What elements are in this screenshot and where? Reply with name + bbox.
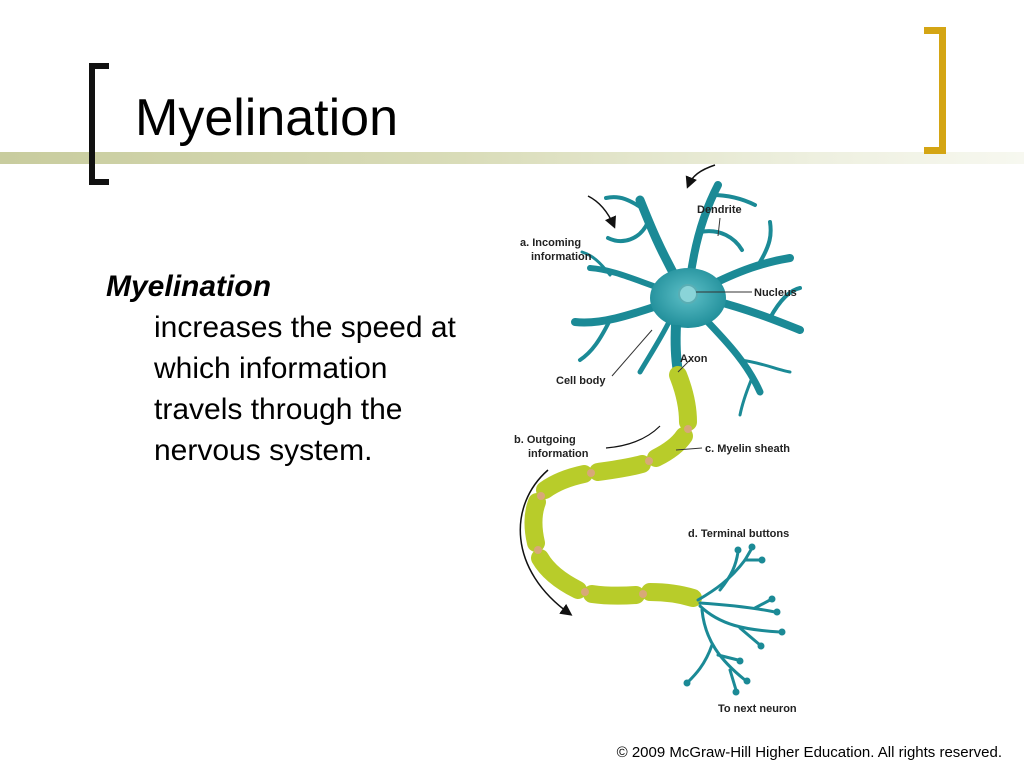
slide-body: Myelination increases the speed at which… [106,266,466,471]
label-incoming-2: information [531,251,592,263]
label-outgoing-1: b. Outgoing [514,434,576,446]
label-next-neuron: To next neuron [718,703,797,715]
body-definition: increases the speed at which information… [154,311,456,467]
terminal-branches [686,546,782,692]
label-cell-body: Cell body [556,375,606,387]
label-myelin-sheath: c. Myelin sheath [705,443,790,455]
terminal-buttons [683,543,786,696]
outgoing-arrow [519,469,573,616]
incoming-arrow-top [685,164,716,189]
incoming-arrow-left [587,195,616,229]
label-outgoing-2: information [528,448,589,460]
nucleus [678,284,698,304]
leader-lines [611,217,752,451]
label-dendrite: Dendrite [697,204,742,216]
body-term: Myelination [106,270,272,303]
label-terminal-buttons: d. Terminal buttons [688,528,789,540]
outgoing-info-pointer [605,425,661,449]
copyright-footer: © 2009 McGraw-Hill Higher Education. All… [616,744,1002,761]
nodes-of-ranvier [534,425,692,598]
dendrites [571,181,804,417]
neuron-diagram: Dendrite a. Incoming information Nucleus… [514,164,804,715]
left-bracket-decoration [89,63,109,185]
slide-title: Myelination [135,89,399,147]
title-underline-bar [0,152,1024,164]
axon-hillock [670,324,683,373]
right-bracket-decoration [924,27,946,154]
label-nucleus: Nucleus [754,287,797,299]
label-incoming-1: a. Incoming [520,237,581,249]
myelin-sheath [524,366,702,607]
label-axon: Axon [680,353,708,365]
